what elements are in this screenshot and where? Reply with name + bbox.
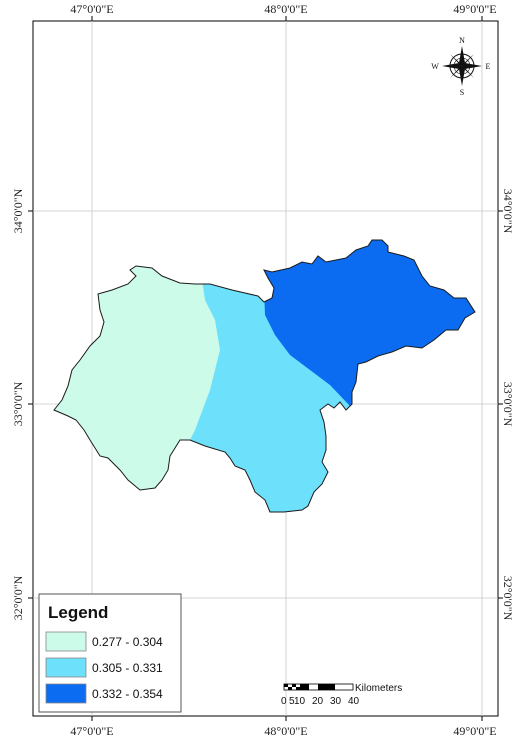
scale-bar: Kilometers 0 5 10 20 30 40 [281,683,402,707]
right-label-34n: 34°0'0"N [501,189,512,234]
left-label-34n: 34°0'0"N [11,188,25,233]
legend-swatch-1 [45,631,87,652]
right-label-33n: 33°0'0"N [501,382,512,427]
compass-rose-icon: N S E W [431,36,490,97]
left-label-32n: 32°0'0"N [11,575,25,620]
legend-label-2: 0.305 - 0.331 [92,661,163,675]
compass-n-label: N [459,36,465,45]
legend-label-1: 0.277 - 0.304 [92,635,163,649]
graticule-ticks [28,16,503,721]
scale-unit-label: Kilometers [355,683,402,694]
bottom-label-48e: 48°0'0"E [264,724,307,738]
legend-label-3: 0.332 - 0.354 [92,687,163,701]
compass-e-label: E [486,62,491,71]
top-label-47e: 47°0'0"E [70,2,113,16]
legend-swatch-3 [45,683,87,704]
bottom-label-49e: 49°0'0"E [453,724,496,738]
scale-tick-30: 30 [330,696,342,707]
left-label-33n: 33°0'0"N [11,381,25,426]
top-label-48e: 48°0'0"E [264,2,307,16]
bottom-label-47e: 47°0'0"E [70,724,113,738]
compass-w-label: W [431,62,439,71]
scale-tick-0: 0 [281,696,287,707]
right-label-32n: 32°0'0"N [501,576,512,621]
scale-tick-10: 10 [294,696,306,707]
top-label-49e: 49°0'0"E [453,2,496,16]
study-area-boundary [53,239,476,513]
legend-title: Legend [48,603,108,622]
legend: Legend 0.277 - 0.304 0.305 - 0.331 0.332… [38,593,182,713]
scale-tick-40: 40 [348,696,360,707]
scale-tick-5: 5 [289,696,295,707]
scale-tick-20: 20 [312,696,324,707]
compass-s-label: S [460,88,464,97]
legend-swatch-2 [45,657,87,678]
